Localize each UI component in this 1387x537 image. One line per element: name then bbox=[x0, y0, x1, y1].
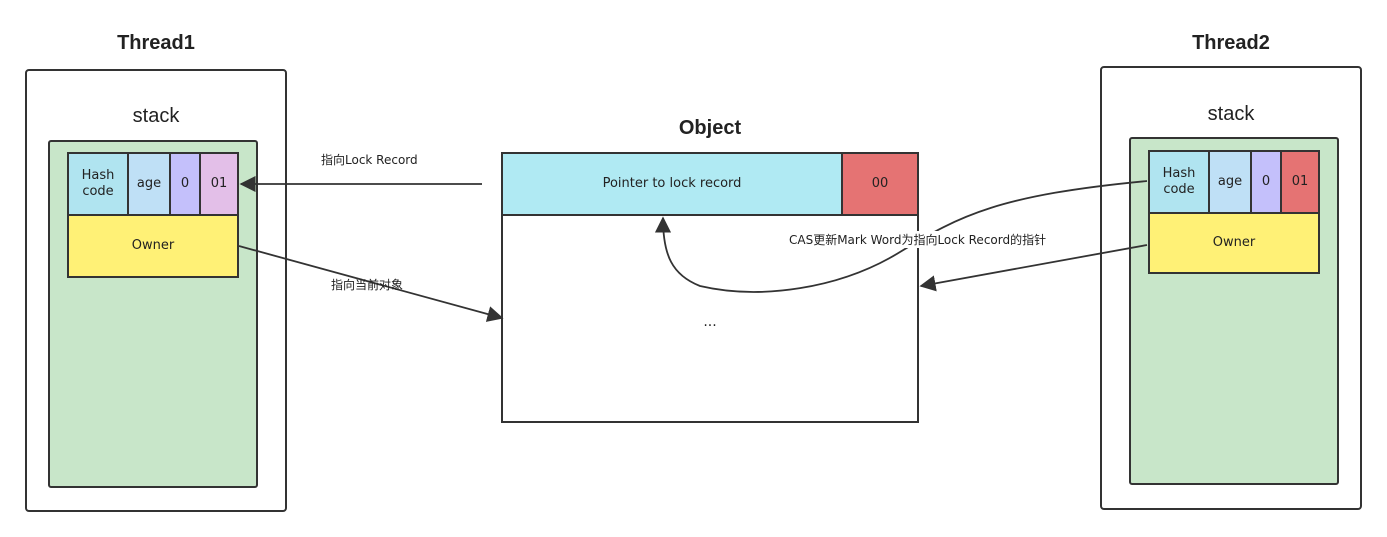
thread2-hashcode-cell: Hash code bbox=[1148, 150, 1210, 214]
object-mark-word: Pointer to lock record bbox=[501, 152, 843, 216]
thread2-stack-label: stack bbox=[1207, 103, 1255, 125]
label-to-lock-record: 指向Lock Record bbox=[321, 153, 418, 167]
object-ellipsis: ... bbox=[703, 314, 717, 330]
thread1-lockbits-cell: 01 bbox=[199, 152, 239, 216]
label-cas-update: CAS更新Mark Word为指向Lock Record的指针 bbox=[789, 231, 1047, 248]
thread2-bit0-cell: 0 bbox=[1250, 150, 1282, 214]
thread1-stack-label: stack bbox=[132, 105, 180, 127]
hash-label-line2: code bbox=[82, 184, 114, 199]
thread2-title: Thread2 bbox=[1192, 32, 1270, 54]
object-lock-bits: 00 bbox=[841, 152, 919, 216]
thread2-owner-cell: Owner bbox=[1148, 212, 1320, 274]
thread1-hashcode-cell: Hash code bbox=[67, 152, 129, 216]
thread1-title: Thread1 bbox=[117, 32, 195, 54]
hash-label-line1: Hash bbox=[81, 168, 115, 183]
thread1-owner-cell: Owner bbox=[67, 214, 239, 278]
hash-label-line2: code bbox=[1163, 182, 1195, 197]
label-to-current-object: 指向当前对象 bbox=[331, 278, 404, 292]
hash-label-line1: Hash bbox=[1162, 166, 1196, 181]
arrow-cas-update bbox=[654, 180, 1148, 293]
thread2-lockbits-cell: 01 bbox=[1280, 150, 1320, 214]
arrow-thread2-owner-to-object bbox=[919, 244, 1148, 292]
object-title: Object bbox=[678, 117, 742, 139]
thread1-bit0-cell: 0 bbox=[169, 152, 201, 216]
arrow-to-current-object bbox=[238, 245, 504, 322]
